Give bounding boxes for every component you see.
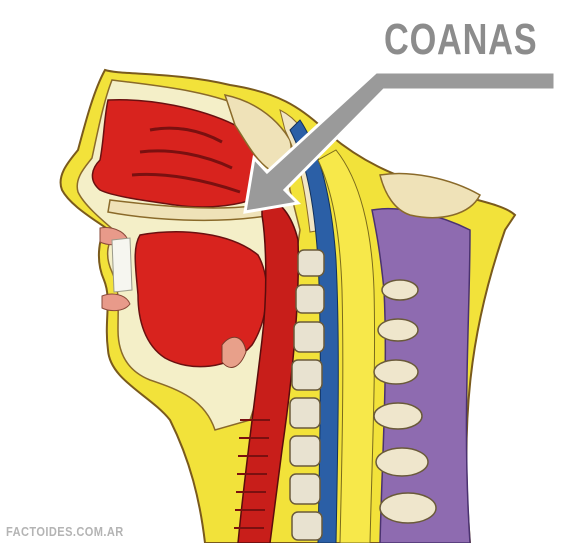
tongue	[135, 232, 266, 367]
source-watermark: FACTOIDES.COM.AR	[6, 524, 124, 539]
teeth	[112, 238, 132, 292]
structure-label: COANAS	[384, 8, 518, 72]
